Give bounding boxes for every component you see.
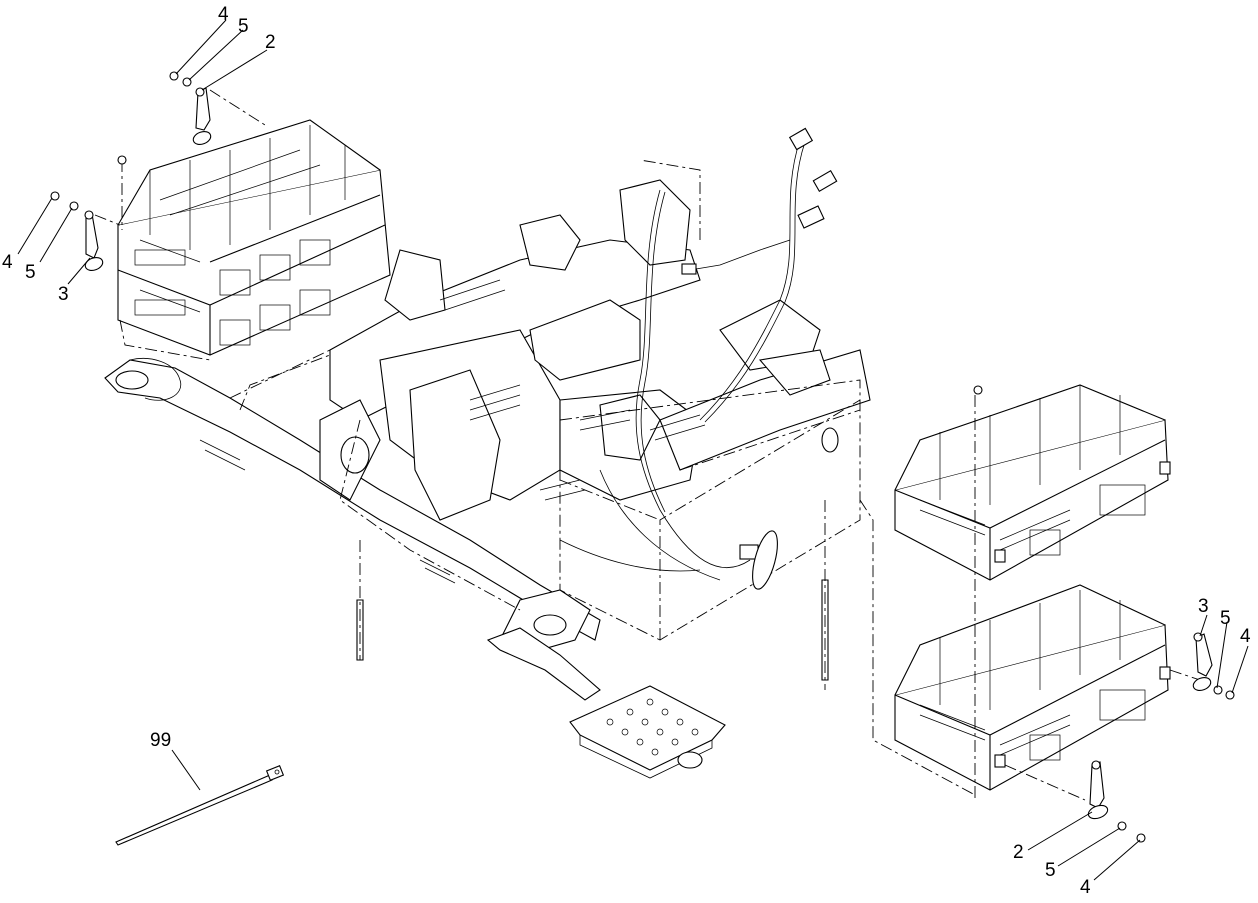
nut-icon <box>50 191 60 201</box>
battery-pack-right-upper <box>894 384 1171 581</box>
battery-cable-icon <box>1192 632 1213 691</box>
step-plate-icon <box>569 685 726 779</box>
callout-washer: 5 <box>25 262 36 283</box>
cable-tie-icon <box>115 765 285 846</box>
callout-cable: 3 <box>1198 596 1209 617</box>
callout-cable: 2 <box>265 32 276 53</box>
callout-washer: 5 <box>1045 860 1056 881</box>
battery-pack-right-lower <box>859 385 1201 801</box>
callout-nut: 4 <box>1080 877 1091 898</box>
leader-lines <box>17 19 1249 881</box>
battery-cable-icon <box>1087 760 1109 820</box>
callout-cable: 2 <box>1013 842 1024 863</box>
vehicle-frame <box>104 127 871 779</box>
callout-washer: 5 <box>238 16 249 37</box>
callout-cable-tie: 99 <box>150 730 171 751</box>
nut-icon <box>1136 833 1146 843</box>
battery-cable-icon <box>84 210 104 271</box>
callout-washer: 5 <box>1220 608 1231 629</box>
washer-icon <box>1213 685 1223 695</box>
callout-nut: 4 <box>1240 626 1251 647</box>
callout-nut: 4 <box>2 252 13 273</box>
battery-pack-upper-left <box>94 89 391 361</box>
callout-nut: 4 <box>218 4 229 25</box>
callout-cable: 3 <box>58 284 69 305</box>
battery-cable-icon <box>192 87 212 145</box>
